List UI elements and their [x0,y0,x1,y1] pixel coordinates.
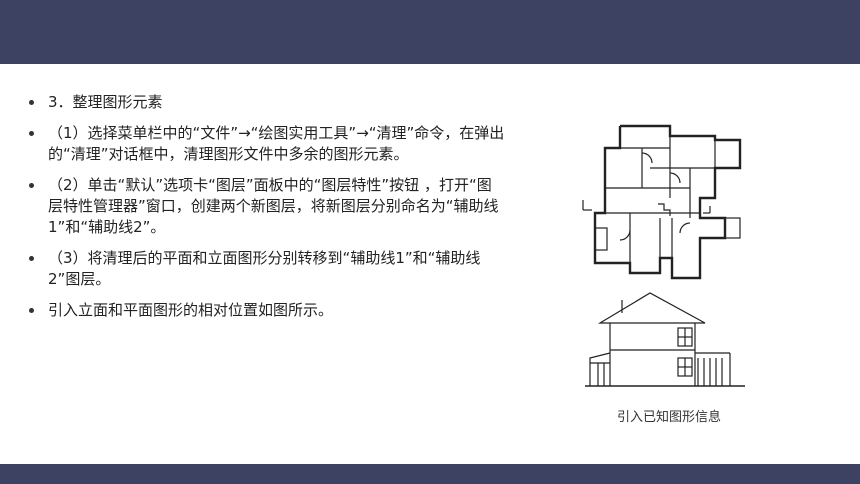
bullet-dot-icon [29,308,34,313]
bullet-item: 3．整理图形元素 [26,92,506,113]
bullet-text: 3．整理图形元素 [48,93,163,111]
bullet-text: （2）单击“默认”选项卡“图层”面板中的“图层特性”按钮 ，打开“图层特性管理器… [48,176,499,236]
cad-figure [580,118,750,398]
bullet-item: 引入立面和平面图形的相对位置如图所示。 [26,300,506,321]
cad-drawing [582,124,745,387]
bullet-item: （3）将清理后的平面和立面图形分别转移到“辅助线1”和“辅助线2”图层。 [26,248,506,290]
footer-band [0,464,860,484]
header-band [0,0,860,64]
bullet-dot-icon [29,131,34,136]
house-elevation [585,292,745,387]
bullet-text: （1）选择菜单栏中的“文件”→“绘图实用工具”→“清理”命令，在弹出的“清理”对… [48,124,505,163]
floor-plan [582,124,742,280]
bullet-dot-icon [29,100,34,105]
bullet-item: （2）单击“默认”选项卡“图层”面板中的“图层特性”按钮 ，打开“图层特性管理器… [26,175,506,238]
bullet-text: （3）将清理后的平面和立面图形分别转移到“辅助线1”和“辅助线2”图层。 [48,249,481,288]
bullet-dot-icon [29,183,34,188]
bullet-dot-icon [29,256,34,261]
figure-caption: 引入已知图形信息 [616,410,721,425]
bullet-item: （1）选择菜单栏中的“文件”→“绘图实用工具”→“清理”命令，在弹出的“清理”对… [26,123,506,165]
bullet-text: 引入立面和平面图形的相对位置如图所示。 [48,301,334,319]
bullet-list: 3．整理图形元素 （1）选择菜单栏中的“文件”→“绘图实用工具”→“清理”命令，… [26,92,506,331]
